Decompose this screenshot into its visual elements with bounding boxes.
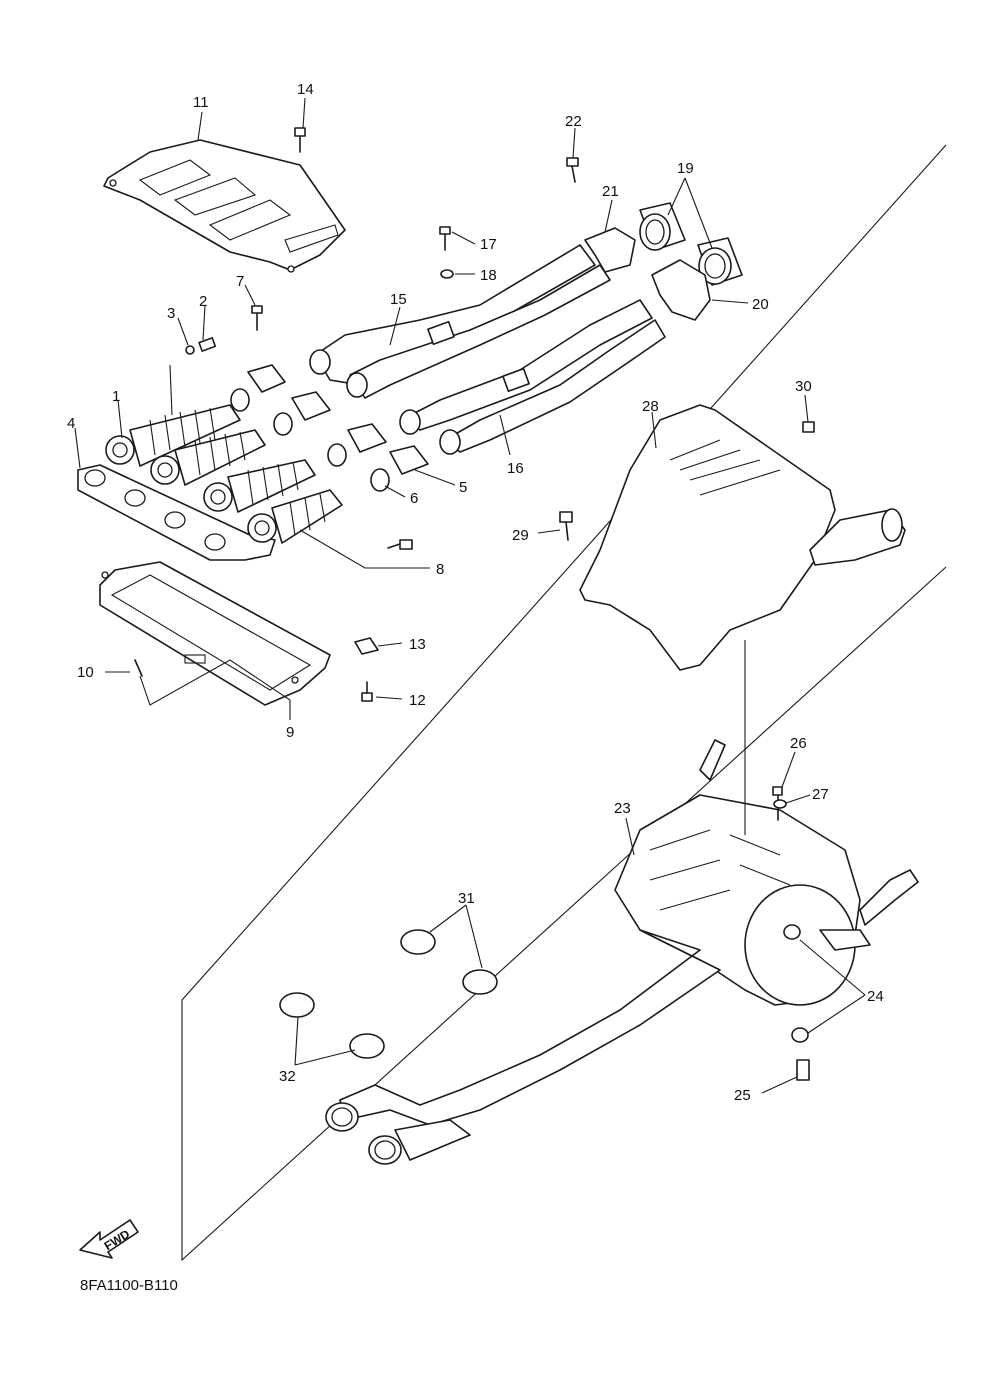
callout-5: 5 [459, 479, 467, 496]
callout-2: 2 [199, 293, 207, 310]
bolt-29 [559, 511, 573, 541]
callout-22: 22 [565, 113, 582, 130]
callout-26: 26 [790, 735, 807, 752]
callout-12: 12 [409, 692, 426, 709]
callout-7: 7 [236, 273, 244, 290]
callout-27: 27 [812, 786, 829, 803]
exhaust-pipe-1 [105, 404, 241, 467]
plugs-31 [400, 929, 498, 995]
callout-18: 18 [480, 267, 497, 284]
bolt-7 [251, 305, 263, 331]
mid-pipe-15 [309, 244, 611, 399]
bolt-12 [361, 681, 373, 702]
collar-25 [796, 1059, 810, 1081]
callout-23: 23 [614, 800, 631, 817]
bracket-21 [584, 227, 636, 273]
exhaust-pipe-3 [203, 459, 316, 513]
bolt-30 [802, 421, 815, 433]
seal-rings [230, 388, 390, 492]
muffler-heat-shield [579, 404, 906, 671]
callout-19: 19 [677, 160, 694, 177]
callout-16: 16 [507, 460, 524, 477]
washer-18 [440, 269, 454, 279]
callout-24: 24 [867, 988, 884, 1005]
callout-17: 17 [480, 236, 497, 253]
bolt-14 [294, 127, 306, 153]
callout-6: 6 [410, 490, 418, 507]
callout-13: 13 [409, 636, 426, 653]
lower-heat-shield [99, 561, 331, 706]
exhaust-pipe-4 [247, 489, 343, 544]
callout-29: 29 [512, 527, 529, 544]
clamps [247, 364, 429, 475]
bolt-17 [439, 226, 451, 251]
exhaust-pipe-2 [150, 429, 266, 486]
bracket-20 [651, 259, 711, 321]
callout-labels: 1 2 3 4 5 6 7 8 9 10 11 12 13 14 15 16 1… [67, 81, 884, 1104]
plugs-32 [279, 992, 385, 1059]
callout-20: 20 [752, 296, 769, 313]
bolt-8 [387, 539, 413, 550]
callout-25: 25 [734, 1087, 751, 1104]
screw-10 [134, 659, 143, 677]
callout-4: 4 [67, 415, 75, 432]
seal-rings-19 [639, 202, 743, 286]
callout-11: 11 [193, 94, 209, 111]
clip-13 [354, 637, 379, 655]
callout-31: 31 [458, 890, 475, 907]
forward-arrow-icon: FWD [79, 1219, 139, 1259]
callout-9: 9 [286, 724, 294, 741]
washer-3 [185, 345, 195, 355]
callout-15: 15 [390, 291, 407, 308]
callout-14: 14 [297, 81, 314, 98]
grommets-24 [783, 924, 809, 1043]
callout-1: 1 [112, 388, 120, 405]
mid-pipe-16 [399, 299, 666, 455]
callout-32: 32 [279, 1068, 296, 1085]
exhaust-gasket [77, 464, 276, 561]
callout-30: 30 [795, 378, 812, 395]
bolt-22 [566, 157, 579, 183]
upper-heat-shield [103, 139, 346, 273]
assembly-boundary [181, 144, 947, 1262]
callout-21: 21 [602, 183, 619, 200]
tail-pipe [325, 929, 721, 1165]
callout-3: 3 [167, 305, 175, 322]
callout-10: 10 [77, 664, 94, 681]
washer-27 [773, 799, 787, 809]
bolt-2 [198, 337, 217, 352]
diagram-code: 8FA1100-B110 [80, 1277, 178, 1294]
callout-8: 8 [436, 561, 444, 578]
callout-28: 28 [642, 398, 659, 415]
leader-lines [74, 97, 866, 1094]
muffler [614, 739, 919, 1006]
